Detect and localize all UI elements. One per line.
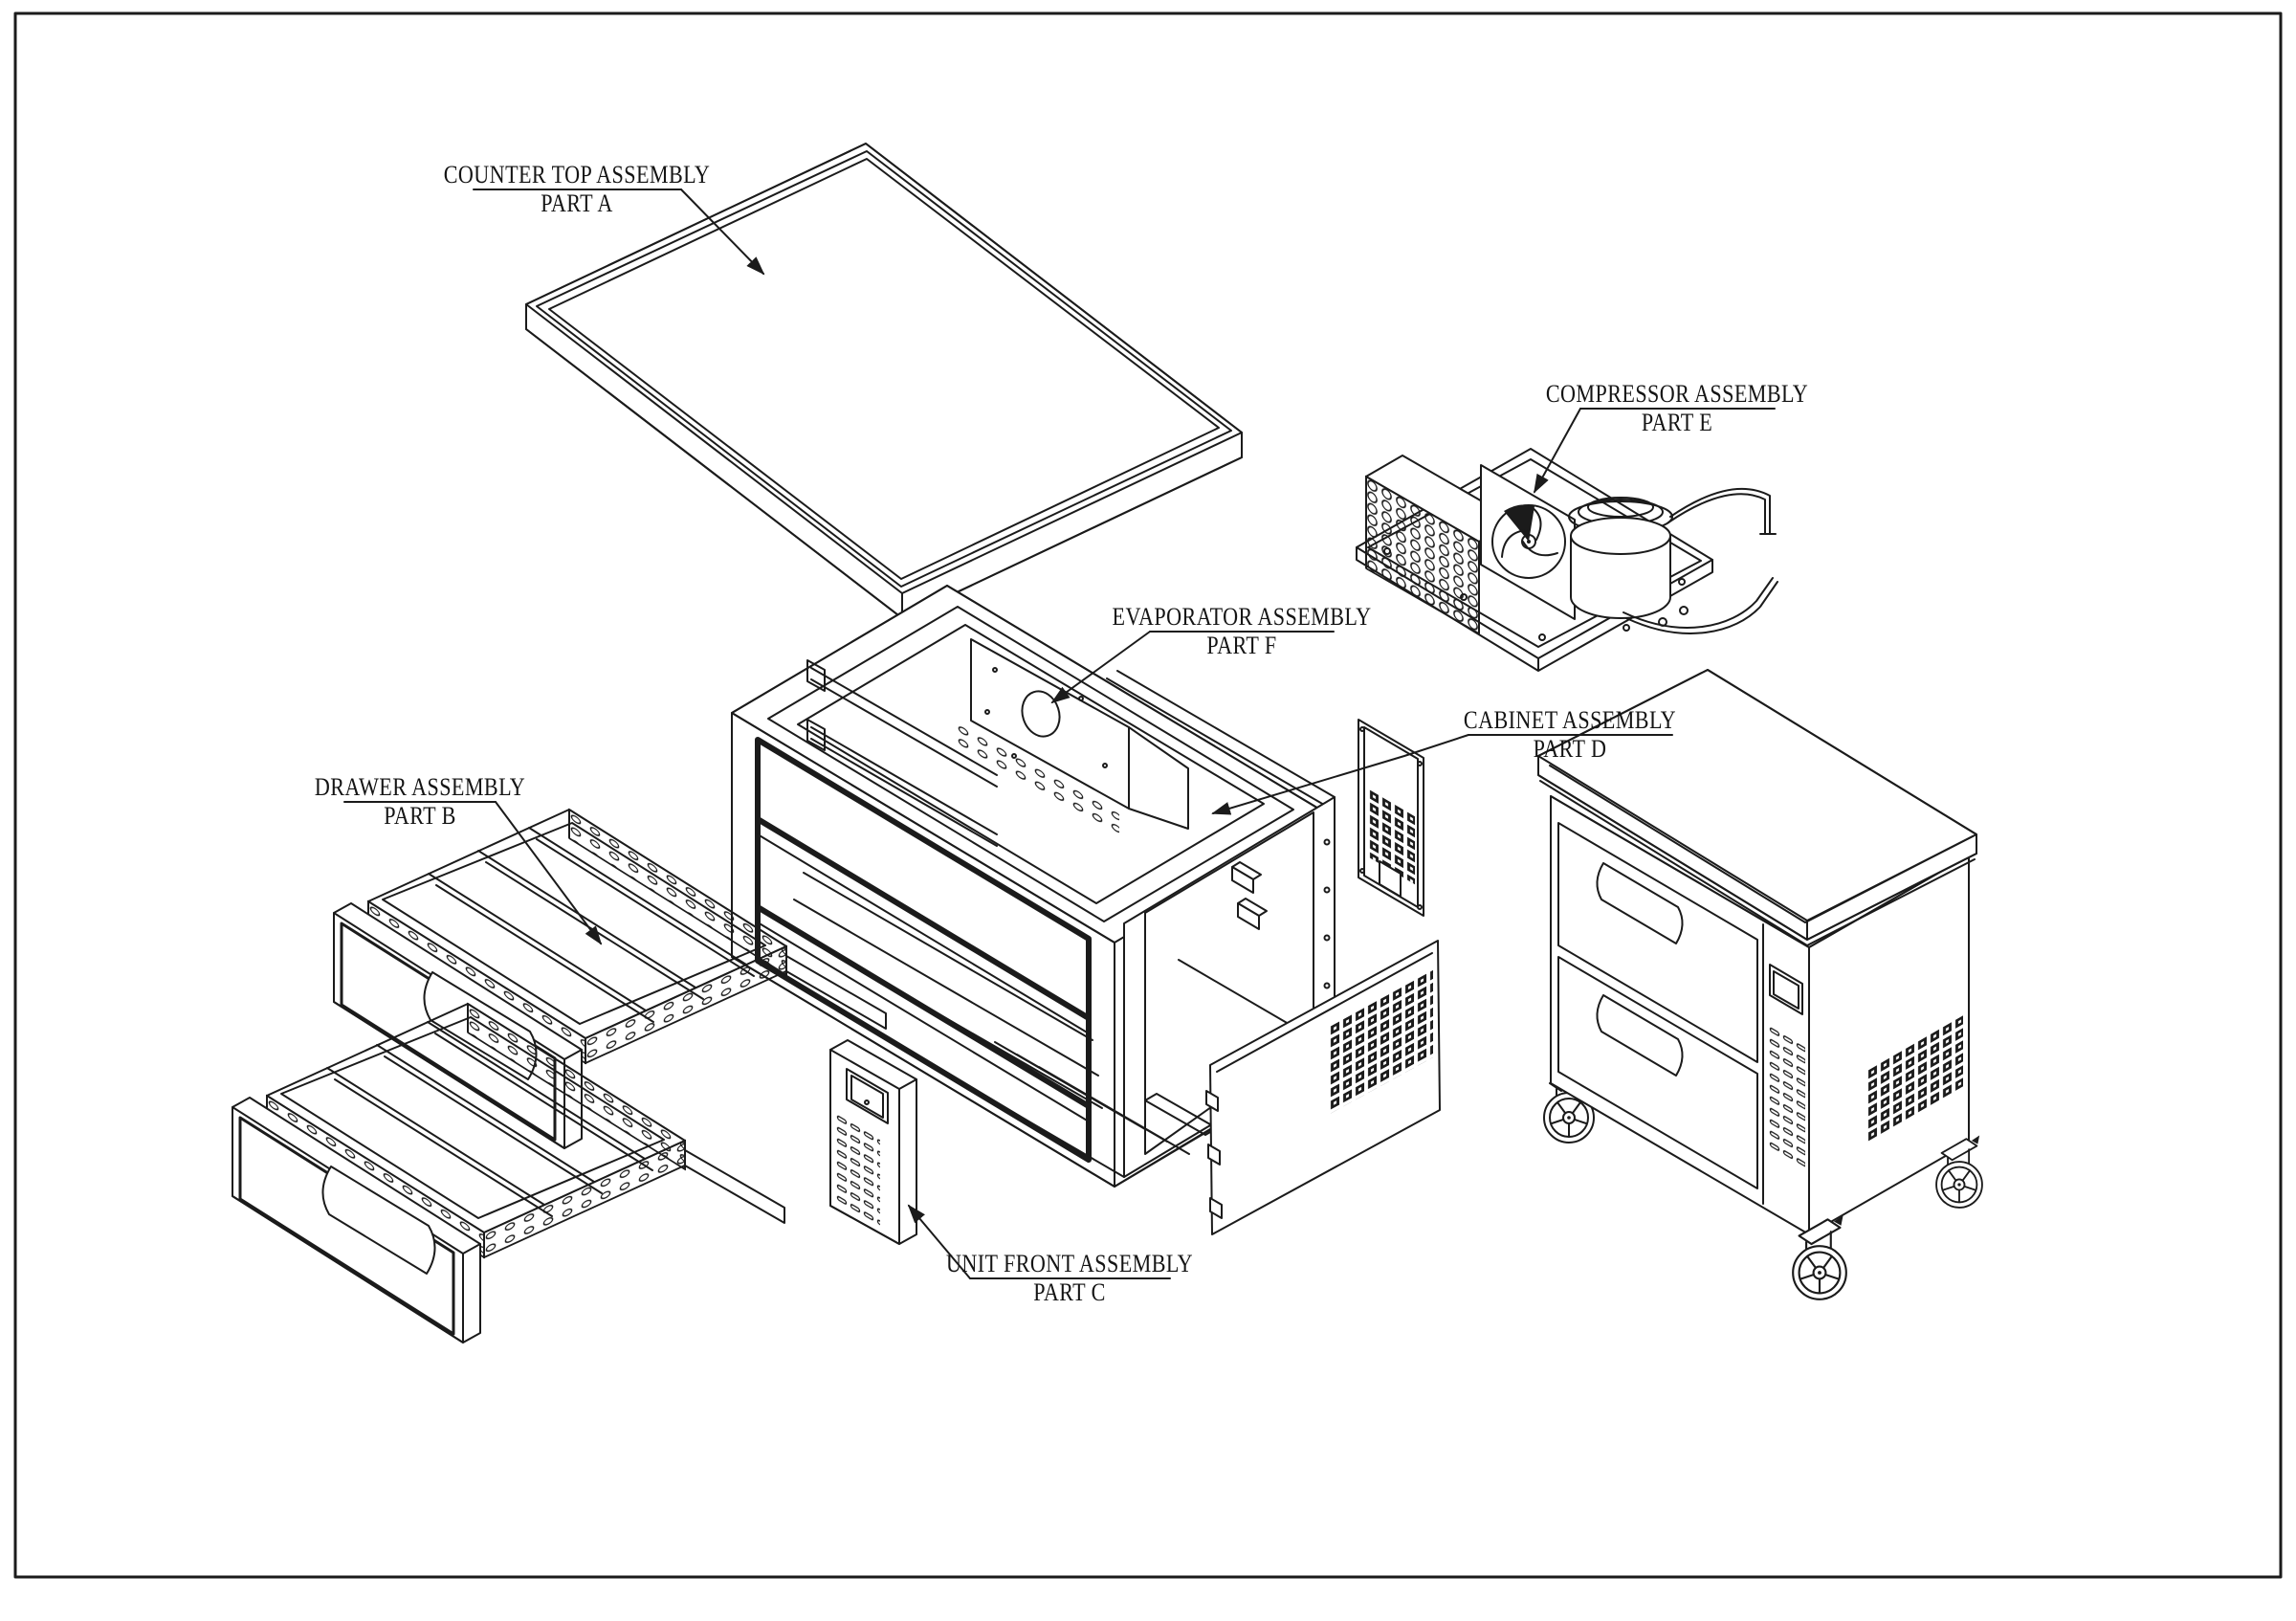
hinge-blocks bbox=[1231, 861, 1268, 930]
callout-part-c-part: PART C bbox=[1033, 1278, 1106, 1306]
leader-part-f bbox=[1050, 631, 1151, 704]
refrigerant-tubing bbox=[1623, 487, 1778, 634]
callout-part-a-title: COUNTER TOP ASSEMBLY bbox=[443, 161, 711, 189]
unit-vent-grid bbox=[1867, 1014, 1963, 1143]
callout-part-c-title: UNIT FRONT ASSEMBLY bbox=[945, 1250, 1194, 1277]
callout-part-d-title: CABINET ASSEMBLY bbox=[1463, 706, 1677, 734]
unit-drawer-1 bbox=[1557, 822, 1758, 1063]
condenser-fan bbox=[1480, 464, 1576, 620]
drawer-assembly-lower bbox=[232, 1002, 785, 1343]
callout-part-f-title: EVAPORATOR ASSEMBLY bbox=[1112, 603, 1372, 631]
leader-part-a bbox=[680, 189, 765, 276]
callout-part-e: COMPRESSOR ASSEMBLY PART E bbox=[1539, 380, 1816, 437]
vent-panel-large bbox=[1205, 940, 1441, 1235]
drawer-basket bbox=[266, 1002, 785, 1259]
evaporator-fan-hole bbox=[1021, 690, 1061, 738]
callout-part-b-part: PART B bbox=[384, 802, 456, 830]
callout-part-e-title: COMPRESSOR ASSEMBLY bbox=[1545, 380, 1809, 408]
callout-part-e-part: PART E bbox=[1641, 409, 1713, 436]
liner-front-opening bbox=[731, 712, 1115, 1188]
drawer-front bbox=[232, 1097, 481, 1343]
leader-part-e bbox=[1534, 408, 1581, 494]
drawer-slide-rail bbox=[785, 955, 887, 1030]
leader-part-b bbox=[495, 801, 603, 945]
callout-part-f: EVAPORATOR ASSEMBLY PART F bbox=[1104, 603, 1380, 660]
unit-compressor-front bbox=[1762, 923, 1805, 1205]
unit-drawer-1-handle bbox=[1596, 862, 1684, 944]
drawing-border bbox=[13, 11, 2283, 1579]
cabinet-frame-assembly bbox=[967, 670, 1441, 1235]
condenser-coil bbox=[1365, 455, 1516, 635]
callout-part-b: DRAWER ASSEMBLY PART B bbox=[282, 773, 559, 831]
compressor-dome bbox=[1568, 497, 1673, 619]
callout-part-a-part: PART A bbox=[541, 189, 613, 217]
leader-part-d bbox=[1211, 734, 1469, 815]
unit-front-assembly bbox=[829, 1039, 917, 1245]
vent-panel-small bbox=[1358, 719, 1424, 917]
drawer-handle bbox=[321, 1166, 436, 1275]
liner-slide-rails bbox=[806, 659, 998, 847]
callout-part-d-part: PART D bbox=[1533, 735, 1607, 763]
evaporator-assembly bbox=[957, 638, 1189, 837]
callout-part-a: COUNTER TOP ASSEMBLY PART A bbox=[439, 161, 716, 218]
callout-part-b-title: DRAWER ASSEMBLY bbox=[314, 773, 526, 801]
callout-part-d: CABINET ASSEMBLY PART D bbox=[1432, 706, 1709, 764]
drawer-front bbox=[333, 902, 583, 1149]
louver-slots bbox=[836, 1112, 880, 1227]
display-window bbox=[846, 1068, 889, 1124]
unit-drawer-2-handle bbox=[1596, 994, 1684, 1077]
callout-leaders bbox=[343, 189, 1776, 1279]
compressor-assembly bbox=[1356, 448, 1778, 672]
counter-top-assembly bbox=[525, 143, 1243, 619]
assembled-unit bbox=[1537, 669, 1983, 1300]
unit-drawer-2 bbox=[1557, 956, 1758, 1189]
drawer-slide-rail bbox=[684, 1149, 785, 1224]
callout-part-f-part: PART F bbox=[1206, 632, 1277, 659]
callout-part-c: UNIT FRONT ASSEMBLY PART C bbox=[932, 1250, 1208, 1307]
leader-part-c bbox=[907, 1204, 971, 1279]
